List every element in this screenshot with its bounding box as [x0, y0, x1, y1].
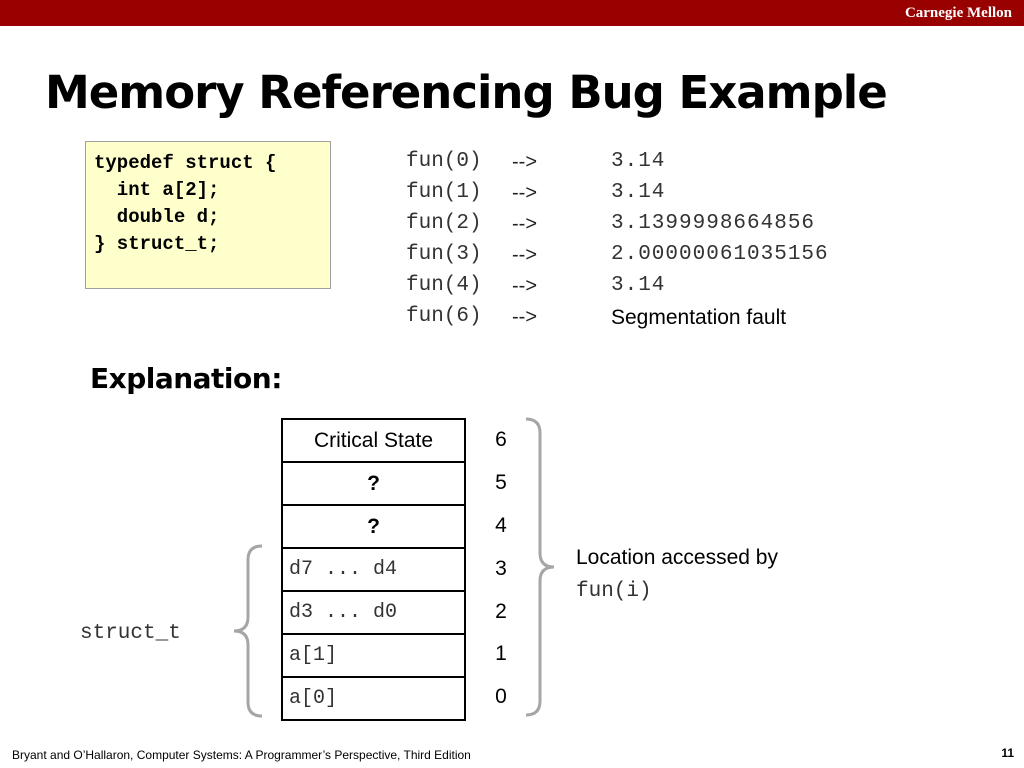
result-text: 3.14: [611, 181, 666, 204]
stack-index: 6: [495, 428, 507, 451]
arrow-text: -->: [512, 182, 537, 204]
right-brace-icon: [525, 417, 555, 717]
footer-citation: Bryant and O’Hallaron, Computer Systems:…: [12, 748, 471, 762]
stack-index: 2: [495, 600, 507, 623]
arrow-text: -->: [512, 151, 537, 173]
slide-title: Memory Referencing Bug Example: [45, 66, 888, 119]
call-text: fun(2): [406, 212, 482, 235]
arrow-text: -->: [512, 213, 537, 235]
arrow-text: -->: [512, 306, 537, 328]
stack-index: 4: [495, 514, 507, 537]
result-text: 3.14: [611, 150, 666, 173]
stack-cell: d7 ... d4: [283, 549, 464, 592]
call-text: fun(3): [406, 243, 482, 266]
location-label: Location accessed by: [576, 546, 778, 569]
struct-label: struct_t: [80, 622, 181, 645]
location-func: fun(i): [576, 580, 652, 603]
code-line: int a[2];: [94, 179, 220, 201]
stack-index: 3: [495, 557, 507, 580]
brand-name: Carnegie Mellon: [904, 5, 1012, 21]
result-text: Segmentation fault: [611, 306, 787, 329]
code-box: typedef struct { int a[2]; double d; } s…: [85, 141, 331, 289]
arrow-text: -->: [512, 275, 537, 297]
stack-cell: a[1]: [283, 635, 464, 678]
page-number: 11: [1001, 746, 1014, 760]
memory-stack: Critical State ? ? d7 ... d4 d3 ... d0 a…: [281, 418, 466, 721]
stack-index: 0: [495, 685, 507, 708]
call-text: fun(4): [406, 274, 482, 297]
left-brace-icon: [233, 544, 263, 718]
arrow-text: -->: [512, 244, 537, 266]
result-text: 3.1399998664856: [611, 212, 816, 235]
stack-cell: ?: [283, 506, 464, 549]
result-text: 3.14: [611, 274, 666, 297]
stack-index: 5: [495, 471, 507, 494]
code-line: typedef struct {: [94, 152, 277, 174]
code-line: double d;: [94, 206, 220, 228]
call-text: fun(0): [406, 150, 482, 173]
stack-cell: Critical State: [283, 420, 464, 463]
code-line: } struct_t;: [94, 233, 220, 255]
top-banner: Carnegie Mellon: [0, 0, 1024, 26]
stack-cell: d3 ... d0: [283, 592, 464, 635]
stack-cell: ?: [283, 463, 464, 506]
stack-index: 1: [495, 642, 507, 665]
stack-cell: a[0]: [289, 687, 338, 710]
call-text: fun(6): [406, 305, 482, 328]
result-text: 2.00000061035156: [611, 243, 829, 266]
explanation-heading: Explanation:: [90, 362, 282, 395]
call-text: fun(1): [406, 181, 482, 204]
